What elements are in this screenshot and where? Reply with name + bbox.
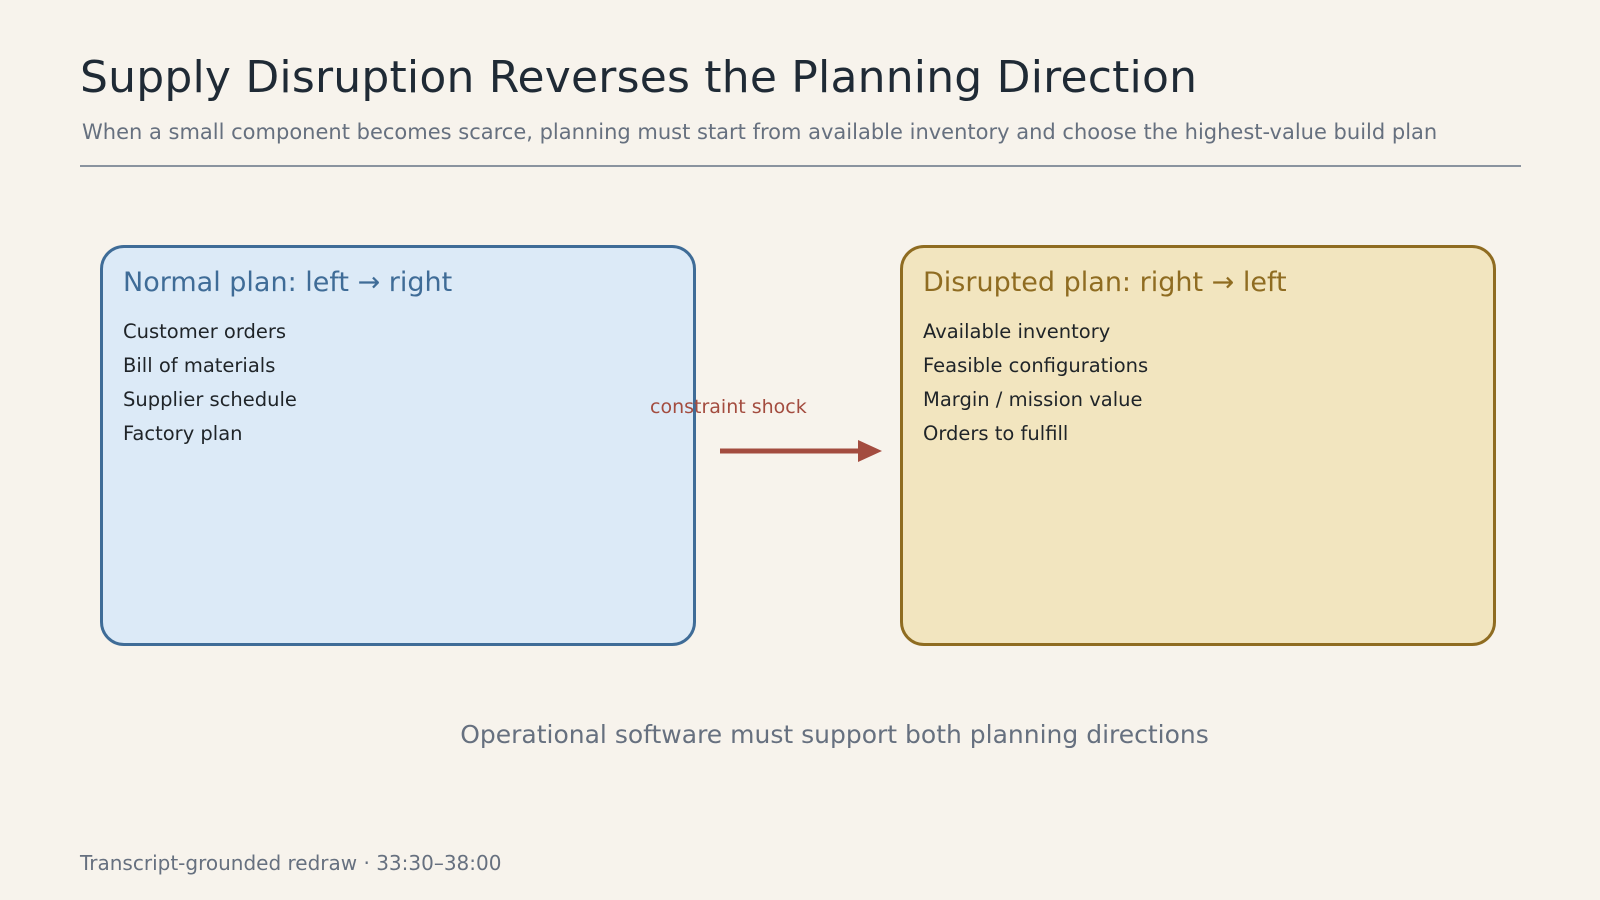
normal-plan-list: Customer orders Bill of materials Suppli…	[123, 315, 673, 451]
disrupted-plan-title: Disrupted plan: right → left	[923, 267, 1287, 298]
disrupted-plan-item: Margin / mission value	[923, 388, 1143, 411]
normal-plan-item: Factory plan	[123, 422, 243, 445]
disrupted-plan-item: Orders to fulfill	[923, 422, 1069, 445]
page-subtitle: When a small component becomes scarce, p…	[82, 120, 1438, 144]
arrow-head	[858, 440, 882, 462]
normal-plan-item: Supplier schedule	[123, 388, 297, 411]
normal-plan-panel: Normal plan: left → right Customer order…	[100, 245, 696, 646]
disrupted-plan-list: Available inventory Feasible configurati…	[923, 315, 1473, 451]
disrupted-plan-item: Feasible configurations	[923, 354, 1149, 377]
disrupted-plan-item: Available inventory	[923, 320, 1111, 343]
constraint-shock-label: constraint shock	[650, 396, 807, 418]
footer-note: Transcript-grounded redraw · 33:30–38:00	[80, 851, 502, 875]
page-title: Supply Disruption Reverses the Planning …	[80, 52, 1198, 103]
constraint-shock-arrow-icon	[720, 440, 882, 462]
title-divider	[80, 165, 1521, 167]
normal-plan-item: Bill of materials	[123, 354, 276, 377]
bottom-caption: Operational software must support both p…	[460, 720, 1209, 749]
normal-plan-title: Normal plan: left → right	[123, 267, 453, 298]
normal-plan-item: Customer orders	[123, 320, 287, 343]
disrupted-plan-panel: Disrupted plan: right → left Available i…	[900, 245, 1496, 646]
